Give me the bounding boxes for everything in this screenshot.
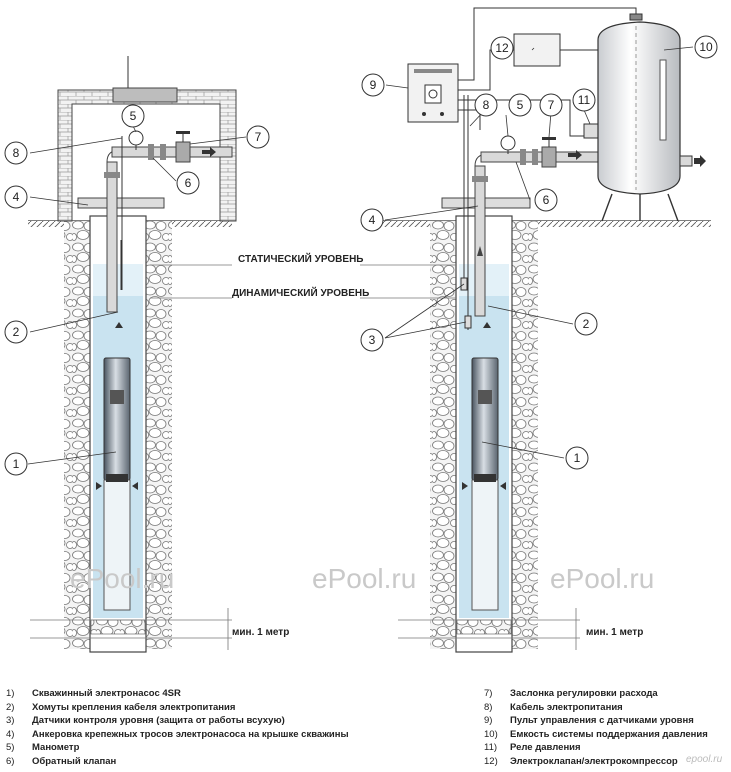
- callout-7-right: 7: [539, 93, 563, 117]
- legend-item: 7)Заслонка регулировки расхода: [484, 688, 658, 699]
- callout-5-right: 5: [508, 93, 532, 117]
- callout-4-right: 4: [360, 208, 384, 232]
- callout-8-left: 8: [4, 141, 28, 165]
- svg-text:9: 9: [370, 78, 377, 92]
- callout-6-left: 6: [176, 171, 200, 195]
- level-lines: [30, 264, 580, 650]
- pump-left: [96, 322, 138, 611]
- min-depth-label-left: мин. 1 метр: [232, 627, 289, 638]
- legend-item: 11)Реле давления: [484, 742, 581, 754]
- svg-text:8: 8: [13, 146, 20, 160]
- discharge-pipe-left: [104, 130, 233, 313]
- min-depth-label-right: мин. 1 метр: [586, 627, 643, 638]
- installation-diagram: СТАТИЧЕСКИЙ УРОВЕНЬ ДИНАМИЧЕСКИЙ УРОВЕНЬ…: [4, 7, 718, 653]
- callout-11: 11: [572, 88, 596, 112]
- legend-item: 8)Кабель электропитания: [484, 701, 623, 713]
- callout-9: 9: [361, 73, 385, 97]
- svg-text:3: 3: [369, 333, 376, 347]
- legend-item: 3)Датчики контроля уровня (защита от раб…: [6, 715, 285, 727]
- svg-text:4: 4: [369, 213, 376, 227]
- legend-item: 5)Манометр: [6, 742, 80, 754]
- svg-text:12: 12: [495, 41, 509, 55]
- legend-item: 2)Хомуты крепления кабеля электропитания: [6, 701, 236, 713]
- svg-text:8: 8: [483, 98, 490, 112]
- callout-8-right: 8: [474, 93, 498, 117]
- legend-item: 4)Анкеровка крепежных тросов электронасо…: [6, 728, 349, 740]
- svg-text:1: 1: [574, 451, 581, 465]
- callout-5-left: 5: [121, 104, 145, 128]
- svg-text:5: 5: [517, 98, 524, 112]
- leader-lines: [27, 46, 694, 465]
- legend-item: 1)Скважинный электронасос 4SR: [6, 688, 181, 699]
- svg-text:1: 1: [13, 457, 20, 471]
- svg-text:6: 6: [543, 193, 550, 207]
- callout-2-right: 2: [574, 312, 598, 336]
- callout-1-left: 1: [4, 452, 28, 476]
- watermark-center: ePool.ru: [312, 563, 416, 594]
- corner-logo: epool.ru: [686, 754, 723, 765]
- control-panel: [407, 63, 459, 123]
- dynamic-level-label: ДИНАМИЧЕСКИЙ УРОВЕНЬ: [232, 286, 369, 299]
- callout-7-left: 7: [246, 125, 270, 149]
- svg-text:2: 2: [13, 325, 20, 339]
- legend-right-column: 7)Заслонка регулировки расхода 8)Кабель …: [484, 687, 708, 769]
- callout-2-left: 2: [4, 320, 28, 344]
- watermark-left: ePool.ru: [70, 563, 174, 594]
- svg-text:2: 2: [583, 317, 590, 331]
- svg-text:5: 5: [130, 109, 137, 123]
- legend-item: 10)Емкость системы поддержания давления: [484, 728, 708, 740]
- svg-text:11: 11: [578, 93, 591, 107]
- legend-left-column: 1)Скважинный электронасос 4SR 2)Хомуты к…: [6, 687, 349, 769]
- pressure-switch: [583, 123, 599, 139]
- svg-text:10: 10: [699, 40, 713, 54]
- callout-1-right: 1: [565, 446, 589, 470]
- svg-text:6: 6: [185, 176, 192, 190]
- well-house: [57, 56, 237, 222]
- legend-item: 12)Электроклапан/электрокомпрессор: [484, 755, 678, 767]
- svg-text:7: 7: [548, 98, 555, 112]
- electrovalve-box: [513, 33, 561, 67]
- svg-text:7: 7: [255, 130, 262, 144]
- pressure-tank: [597, 13, 706, 222]
- legend-item: 9)Пульт управления с датчиками уровня: [484, 715, 694, 727]
- legend-item: 6)Обратный клапан: [6, 755, 117, 767]
- callout-4-left: 4: [4, 185, 28, 209]
- callout-10: 10: [694, 35, 718, 59]
- static-level-label: СТАТИЧЕСКИЙ УРОВЕНЬ: [238, 252, 363, 265]
- callout-12: 12: [490, 36, 514, 60]
- callout-6-right: 6: [534, 188, 558, 212]
- watermark-right: ePool.ru: [550, 563, 654, 594]
- callout-3: 3: [360, 328, 384, 352]
- svg-text:4: 4: [13, 190, 20, 204]
- pump-right: [462, 322, 506, 611]
